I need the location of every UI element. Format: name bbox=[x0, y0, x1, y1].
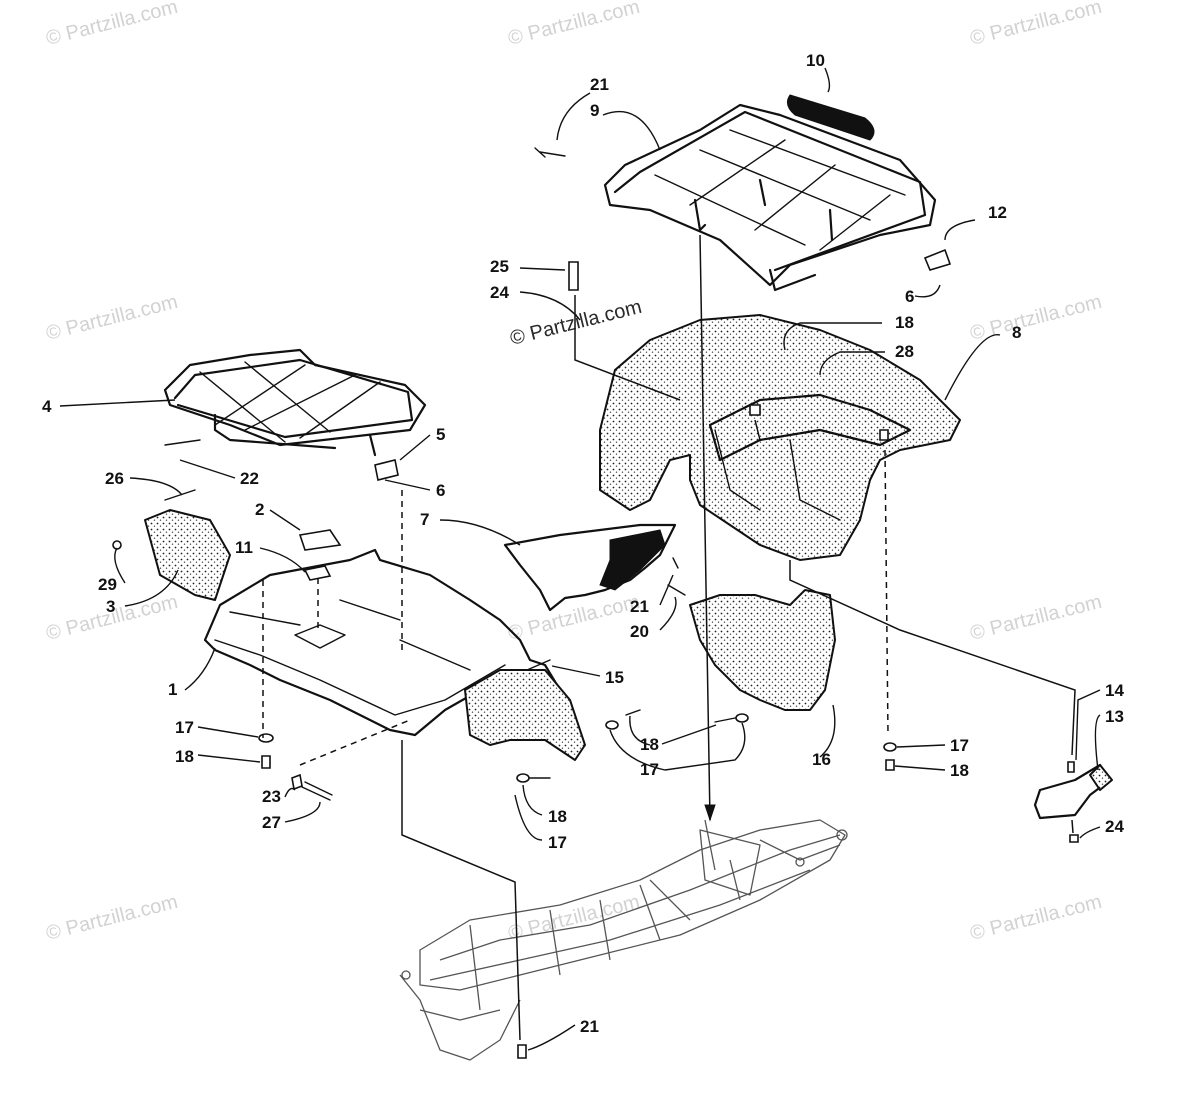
callout-18c: 18 bbox=[175, 747, 194, 766]
callout-10: 10 bbox=[806, 51, 825, 70]
callout-21: 21 bbox=[590, 75, 609, 94]
watermark: © Partzilla.com bbox=[44, 891, 180, 945]
callout-16: 16 bbox=[812, 750, 831, 769]
front-fender-flap bbox=[464, 669, 586, 761]
callout-12: 12 bbox=[988, 203, 1007, 222]
watermark: © Partzilla.com bbox=[968, 291, 1104, 345]
side-panel bbox=[503, 523, 677, 612]
callout-layer: 10 21 9 12 6 25 24 18 28 8 4 5 26 22 6 2… bbox=[42, 51, 1124, 1036]
callout-22: 22 bbox=[240, 469, 259, 488]
callout-17b: 17 bbox=[950, 736, 969, 755]
callout-18d: 18 bbox=[950, 761, 969, 780]
callout-25: 25 bbox=[490, 257, 509, 276]
callout-15: 15 bbox=[605, 668, 624, 687]
callout-26: 26 bbox=[105, 469, 124, 488]
callout-1: 1 bbox=[168, 680, 177, 699]
leader-lines bbox=[59, 67, 1101, 1051]
bracket bbox=[1033, 763, 1113, 820]
callout-5: 5 bbox=[436, 425, 445, 444]
callout-6b: 6 bbox=[436, 481, 445, 500]
callout-19: 20 bbox=[630, 622, 649, 641]
callout-6: 6 bbox=[905, 287, 914, 306]
callout-28: 28 bbox=[895, 342, 914, 361]
rear-rack bbox=[603, 103, 937, 292]
callout-18b: 18 bbox=[640, 735, 659, 754]
watermark: © Partzilla.com bbox=[44, 291, 180, 345]
callout-13: 13 bbox=[1105, 707, 1124, 726]
inner-panel bbox=[689, 589, 836, 711]
watermark: © Partzilla.com bbox=[968, 0, 1104, 50]
rack-pad bbox=[786, 94, 875, 141]
callout-2: 2 bbox=[255, 500, 264, 519]
hardware bbox=[112, 147, 1079, 1059]
callout-7: 7 bbox=[420, 510, 429, 529]
watermark: © Partzilla.com bbox=[506, 0, 642, 50]
callout-27: 27 bbox=[262, 813, 281, 832]
callout-29: 29 bbox=[98, 575, 117, 594]
callout-8: 8 bbox=[1012, 323, 1021, 342]
callout-24: 24 bbox=[490, 283, 509, 302]
callout-9: 9 bbox=[590, 101, 599, 120]
watermark-center: © Partzilla.com bbox=[508, 296, 644, 350]
callout-4: 4 bbox=[42, 397, 52, 416]
callout-24b: 24 bbox=[1105, 817, 1124, 836]
callout-18: 18 bbox=[895, 313, 914, 332]
rear-fender bbox=[599, 314, 961, 561]
callout-11: 11 bbox=[235, 538, 253, 557]
callout-20: 21 bbox=[630, 597, 649, 616]
callout-17d: 17 bbox=[548, 833, 567, 852]
watermark: © Partzilla.com bbox=[506, 591, 642, 645]
mud-flap-left bbox=[144, 509, 231, 601]
watermark: © Partzilla.com bbox=[968, 891, 1104, 945]
watermark: © Partzilla.com bbox=[968, 591, 1104, 645]
front-rack bbox=[163, 348, 427, 457]
callout-18e: 18 bbox=[548, 807, 567, 826]
watermark-layer: © Partzilla.com © Partzilla.com © Partzi… bbox=[44, 0, 1104, 945]
watermark: © Partzilla.com bbox=[44, 0, 180, 50]
callout-23: 23 bbox=[262, 787, 281, 806]
callout-14: 14 bbox=[1105, 681, 1124, 700]
assembly-lines bbox=[262, 234, 1076, 1041]
callout-17c: 17 bbox=[640, 760, 659, 779]
callout-21b: 21 bbox=[580, 1017, 599, 1036]
callout-17: 17 bbox=[175, 718, 194, 737]
callout-3: 3 bbox=[106, 597, 115, 616]
chassis-frame bbox=[399, 819, 848, 1061]
